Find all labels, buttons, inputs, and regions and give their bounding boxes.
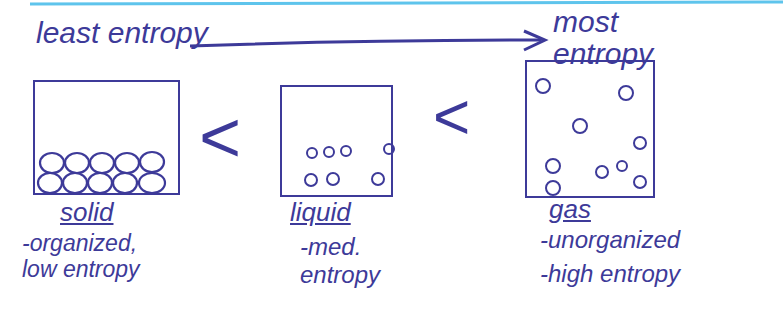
- particle: [139, 173, 165, 193]
- particle: [113, 173, 137, 193]
- solid-box: solid-organized, low entropy: [33, 80, 180, 195]
- axis-label: most entropy: [553, 6, 671, 70]
- particle: [63, 173, 87, 193]
- particle: [327, 173, 339, 185]
- state-note: -unorganized: [540, 226, 680, 254]
- particle: [546, 159, 560, 173]
- particle: [536, 79, 550, 93]
- gas-particles: [536, 79, 646, 195]
- state-note: -high entropy: [540, 260, 680, 288]
- state-heading: liquid: [290, 198, 351, 228]
- particle: [88, 173, 112, 193]
- particle: [372, 173, 384, 185]
- solid-particles: [38, 152, 165, 193]
- arrow-head: [524, 31, 545, 50]
- particle: [546, 181, 560, 195]
- particle: [634, 137, 646, 149]
- state-heading: solid: [60, 198, 113, 228]
- less-than-sign: <: [198, 98, 240, 177]
- liquid-particles: [305, 144, 394, 186]
- state-heading: gas: [549, 195, 591, 225]
- particle: [619, 86, 633, 100]
- axis-label: least entropy: [36, 16, 208, 49]
- entropy-arrow: [190, 40, 541, 46]
- state-note: -med. entropy: [300, 233, 395, 288]
- particle: [617, 161, 627, 171]
- particle: [38, 173, 62, 193]
- particle: [115, 153, 139, 173]
- particle: [140, 152, 164, 172]
- less-than-sign: <: [432, 82, 469, 152]
- particle: [634, 176, 646, 188]
- particle: [573, 119, 587, 133]
- particle: [65, 153, 89, 173]
- particle: [341, 146, 351, 156]
- particle: [307, 148, 317, 158]
- liquid-box: liquid-med. entropy: [280, 85, 393, 197]
- particle: [324, 147, 334, 157]
- particle: [305, 174, 317, 186]
- state-note: -organized, low entropy: [22, 230, 172, 283]
- page-rule: [30, 2, 783, 4]
- gas-box: gas-unorganized-high entropy: [525, 60, 655, 198]
- particle: [40, 153, 64, 173]
- particle: [90, 153, 114, 173]
- particle: [596, 166, 608, 178]
